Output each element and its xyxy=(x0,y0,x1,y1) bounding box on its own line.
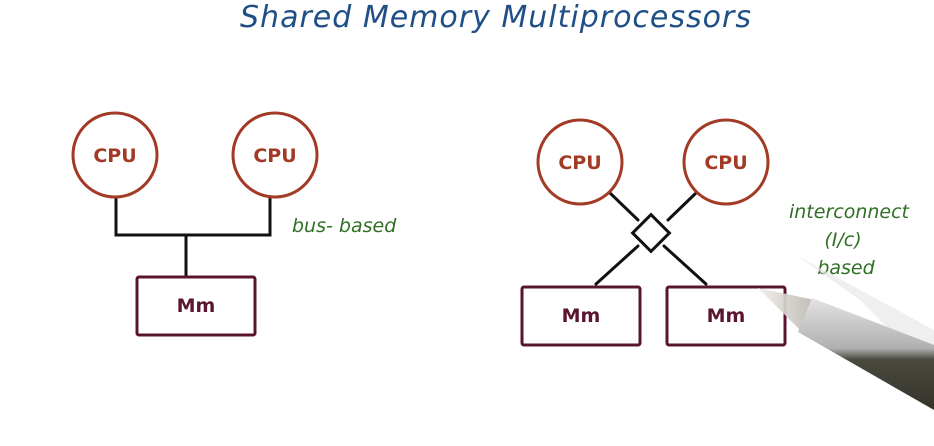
annotation-line: based xyxy=(817,257,875,279)
switch-to-memory-line xyxy=(662,244,708,286)
memory-box xyxy=(665,285,787,347)
cpu-node: CPU xyxy=(682,118,770,206)
cpu-node: CPU xyxy=(231,111,319,199)
memory-label: Mm xyxy=(177,295,216,317)
memory-node: Mm xyxy=(135,275,257,337)
cpu-circle xyxy=(231,111,319,199)
memory-box xyxy=(520,285,642,347)
annotation-line: interconnect xyxy=(789,201,911,223)
memory-box xyxy=(135,275,257,337)
cpu-to-switch-line xyxy=(608,191,640,222)
cpu-node: CPU xyxy=(536,118,624,206)
pencil-body xyxy=(798,298,934,410)
annotation-line: (I/c) xyxy=(824,229,861,251)
cpu-to-switch-line xyxy=(666,191,698,222)
cpu-circle xyxy=(682,118,770,206)
memory-label: Mm xyxy=(707,305,746,327)
interconnect-based-diagram: CPU CPU Mm Mm interconnect (I/c) based xyxy=(520,118,911,347)
interconnect-switch xyxy=(630,212,672,254)
cpu-node: CPU xyxy=(71,111,159,199)
switch-to-memory-line xyxy=(594,244,640,286)
bus-line xyxy=(114,194,272,237)
cpu-label: CPU xyxy=(704,152,747,174)
bus-based-diagram: CPU CPU Mm bus- based xyxy=(71,111,397,337)
memory-label: Mm xyxy=(562,305,601,327)
pencil-tip xyxy=(758,288,815,330)
page-title: Shared Memory Multiprocessors xyxy=(240,0,752,35)
pencil-icon xyxy=(758,255,934,410)
cpu-circle xyxy=(536,118,624,206)
cpu-circle xyxy=(71,111,159,199)
memory-node: Mm xyxy=(665,285,787,347)
memory-node: Mm xyxy=(520,285,642,347)
cpu-label: CPU xyxy=(93,145,136,167)
bus-based-annotation: bus- based xyxy=(292,215,397,237)
cpu-label: CPU xyxy=(558,152,601,174)
cpu-label: CPU xyxy=(253,145,296,167)
interconnect-annotation: interconnect (I/c) based xyxy=(789,201,911,279)
